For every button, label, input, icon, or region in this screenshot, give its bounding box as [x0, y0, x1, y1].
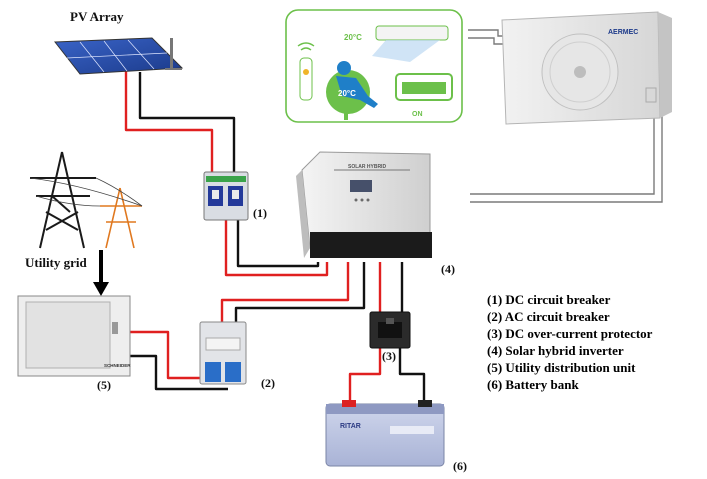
solar-hybrid-inverter: SOLAR HYBRID — [296, 151, 432, 258]
grid-live-wire — [128, 330, 207, 380]
outdoor-ac-unit: AERMEC — [501, 11, 672, 125]
utility-towers — [29, 151, 143, 249]
legend-item: (4) Solar hybrid inverter — [487, 343, 624, 358]
pv-negative-wire — [138, 72, 236, 175]
dc-circuit-breaker — [203, 171, 249, 221]
ac-circuit-breaker — [199, 321, 247, 385]
distribution-unit: SCHNEIDER — [17, 295, 131, 377]
inverter-brand: SOLAR HYBRID — [348, 164, 386, 170]
label-ac-breaker: (2) — [261, 376, 275, 390]
label-distribution-unit: (5) — [97, 378, 111, 392]
person-temp: 20°C — [338, 89, 356, 98]
legend-item: (6) Battery bank — [487, 377, 579, 392]
wiring — [124, 70, 426, 408]
dc-overcurrent-protector — [369, 311, 411, 349]
pv-positive-wire — [124, 70, 214, 175]
indoor-temp: 20°C — [344, 33, 362, 42]
breaker1-positive-wire — [224, 218, 329, 277]
ac-live-wire — [220, 262, 350, 322]
grid-neutral-wire — [128, 354, 228, 391]
battery-bank: RITAR — [325, 400, 445, 467]
legend-item: (2) AC circuit breaker — [487, 309, 610, 324]
legend-item: (5) Utility distribution unit — [487, 360, 636, 375]
label-inverter: (4) — [441, 262, 455, 276]
label-dc-protector: (3) — [382, 349, 396, 363]
ac-neutral-wire — [234, 262, 366, 322]
ac-on-label: ON — [412, 111, 423, 118]
breaker1-negative-wire — [236, 218, 320, 268]
legend-item: (3) DC over-current protector — [487, 326, 653, 341]
protector-positive-out — [348, 346, 382, 408]
distribution-brand: SCHNEIDER — [104, 363, 131, 368]
protector-negative-out — [398, 346, 426, 408]
legend-item: (1) DC circuit breaker — [487, 292, 611, 307]
label-battery: (6) — [453, 459, 467, 473]
pv-array-label: PV Array — [70, 9, 124, 24]
ac-brand: AERMEC — [608, 29, 638, 36]
pv-array — [54, 37, 184, 75]
ac-illustration: 20°C 20°C ON — [285, 9, 463, 123]
grid-arrow — [93, 250, 109, 296]
legend: (1) DC circuit breaker (2) AC circuit br… — [487, 291, 652, 393]
label-dc-breaker: (1) — [253, 206, 267, 220]
utility-grid-label: Utility grid — [25, 255, 87, 270]
battery-brand: RITAR — [340, 423, 361, 430]
